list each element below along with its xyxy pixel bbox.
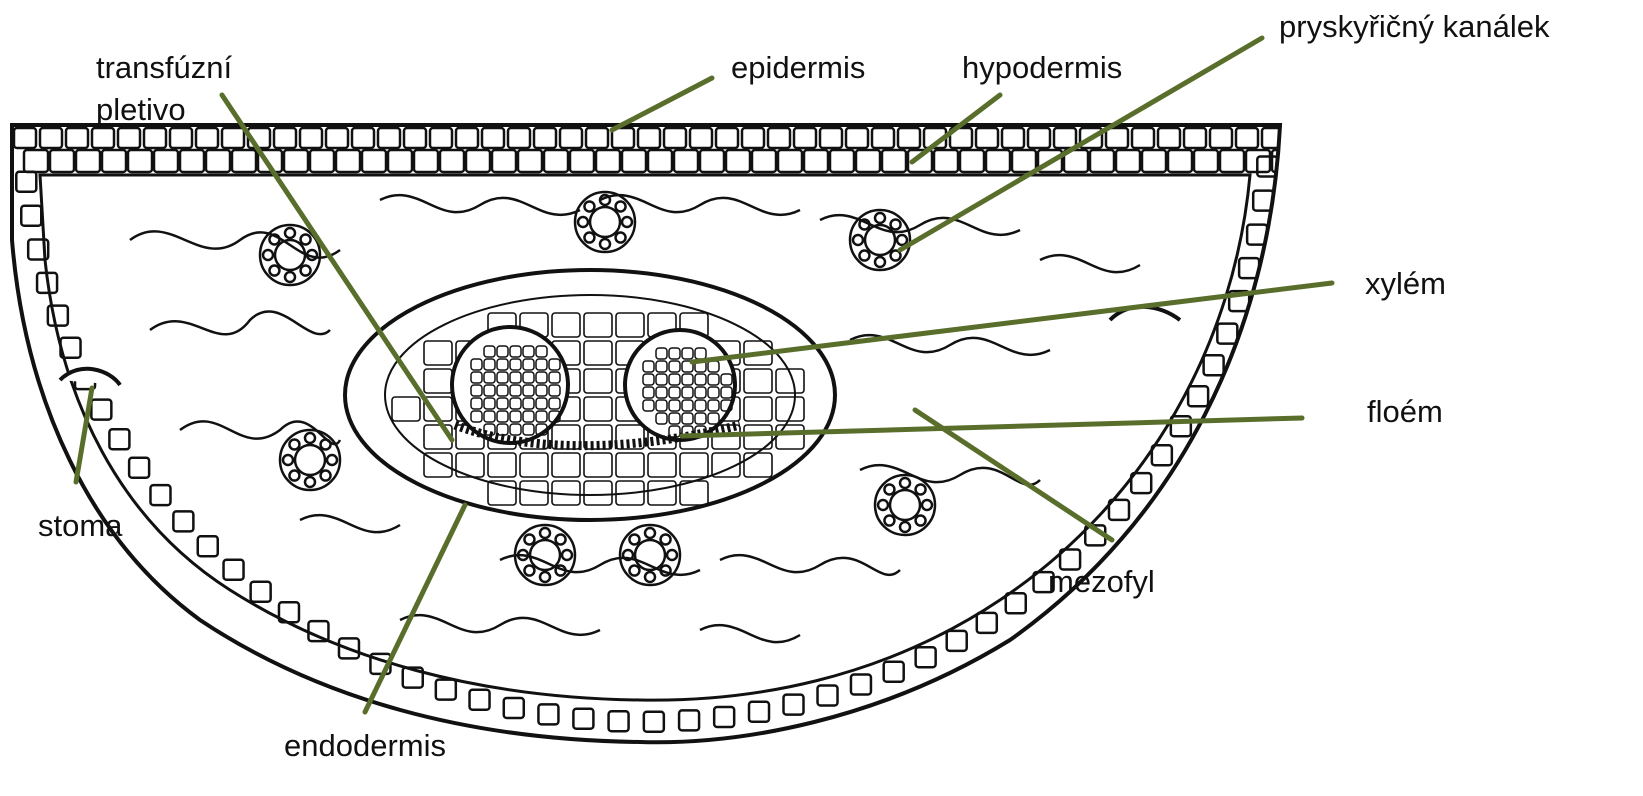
label-transfuzni-line1: transfúzní <box>96 50 232 86</box>
label-endodermis: endodermis <box>284 728 446 764</box>
label-transfuzni-line2: pletivo <box>96 92 186 128</box>
label-pryskyricny-kanalek: pryskyřičný kanálek <box>1279 9 1549 45</box>
label-epidermis: epidermis <box>731 50 865 86</box>
leader-epidermis <box>612 78 712 130</box>
leaf-outline <box>12 125 1280 742</box>
label-xylem: xylém <box>1365 266 1446 302</box>
label-mezofyl: mezofyl <box>1048 564 1155 600</box>
label-hypodermis: hypodermis <box>962 50 1122 86</box>
label-floem: floém <box>1367 394 1443 430</box>
label-stoma: stoma <box>38 508 122 544</box>
